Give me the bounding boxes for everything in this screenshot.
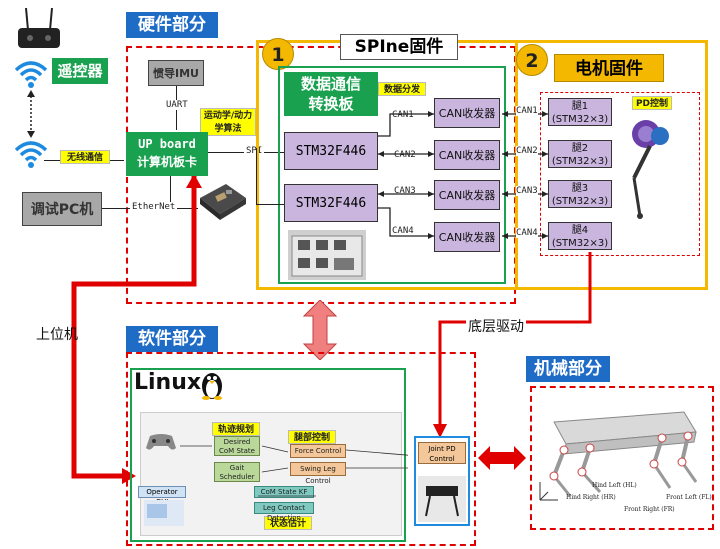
stm-label-b: STM32F446 [295, 196, 367, 211]
can-chip-1: CAN收发器 [434, 98, 500, 128]
robot-dog-diagram [539, 411, 698, 501]
stm-box-b: STM32F446 [284, 184, 378, 222]
wireless-tag: 无线通信 [60, 150, 110, 164]
tux-icon [202, 373, 222, 400]
leg-1-name: 腿1 [571, 101, 589, 112]
hind-right-label: Hind Right (HR) [566, 494, 616, 501]
software-title: 软件部分 [126, 326, 218, 352]
leg-2-spec: (STM32×3) [551, 156, 609, 167]
spine-can3: CAN3 [394, 186, 416, 196]
wifi-icon-top [14, 61, 48, 88]
spine-inner-frame [278, 66, 506, 284]
motor-can3: CAN3 [516, 186, 538, 196]
leg-4-name: 腿4 [571, 225, 589, 236]
hardware-title: 硬件部分 [126, 12, 218, 38]
spi-to-stm-b [256, 204, 284, 205]
joint-pd-node: Joint PD Control [418, 442, 466, 464]
mechanical-title: 机械部分 [526, 356, 610, 382]
motor-frame [518, 40, 708, 290]
can-chip-2: CAN收发器 [434, 140, 500, 170]
hind-left-label: Hind Left (HL) [592, 482, 637, 489]
leg-2: 腿2 (STM32×3) [548, 140, 612, 168]
upboard-line2: 计算机板卡 [136, 155, 197, 169]
gamepad-icon [146, 434, 176, 450]
com-kf-node: CoM State KF [254, 486, 314, 498]
hw-sw-double-arrow [302, 300, 338, 360]
actuator-photo [632, 120, 669, 219]
front-right-label: Front Right (FR) [624, 506, 675, 513]
spine-can2: CAN2 [394, 150, 416, 160]
control-connectors [180, 445, 408, 497]
robot-photo [418, 476, 466, 522]
stm-label-a: STM32F446 [295, 144, 367, 159]
joint-pd-frame [414, 436, 470, 526]
can-chip-4: CAN收发器 [434, 222, 500, 252]
spine-board-photo [288, 230, 366, 280]
spine-title: SPIne固件 [340, 34, 458, 60]
uart-label: UART [164, 100, 190, 110]
spine-can1: CAN1 [392, 110, 414, 120]
force-node: Force Control [290, 444, 346, 458]
upboard-box: UP board 计算机板卡 [126, 132, 208, 176]
wifi-icon-bottom [14, 141, 48, 168]
spine-can4: CAN4 [392, 226, 414, 236]
stm-can-arrows [378, 111, 434, 239]
motor-badge: 2 [516, 44, 548, 76]
kinematics-tag: 运动学/动力学算法 [200, 108, 256, 136]
imu-box: 惯导IMU [148, 60, 204, 86]
ethernet-label: EtherNet [130, 202, 178, 212]
stm-box-a: STM32F446 [284, 132, 378, 170]
comm-board-box: 数据通信 转换板 [284, 72, 378, 116]
software-frame [126, 352, 476, 546]
linux-logo: Linux [134, 370, 202, 395]
leg-ctrl-tag: 腿部控制 [288, 430, 336, 444]
drive-label: 底层驱动 [466, 316, 526, 336]
front-left-label: Front Left (FL) [666, 494, 712, 501]
legs-frame [540, 92, 700, 256]
comm-board-line2: 转换板 [308, 95, 354, 113]
leg-4: 腿4 (STM32×3) [548, 222, 612, 250]
host-label: 上位机 [36, 327, 78, 343]
leg-1-spec: (STM32×3) [551, 114, 609, 125]
desired-com-node: Desired CoM State [214, 436, 260, 456]
can-chip-3: CAN收发器 [434, 180, 500, 210]
remote-box: 遥控器 [52, 58, 108, 84]
motor-can1: CAN1 [516, 106, 538, 116]
ethernet-riser [170, 176, 171, 208]
router-icon [18, 8, 60, 48]
comm-board-line1: 数据通信 [300, 75, 361, 93]
motor-can2: CAN2 [516, 146, 538, 156]
wireless-link-arrow [27, 90, 35, 138]
leg-3-spec: (STM32×3) [551, 196, 609, 207]
sw-mech-double-arrow [478, 446, 526, 470]
host-flow-arrow [71, 176, 202, 484]
spi-branch [256, 148, 257, 204]
mechanical-frame [530, 386, 714, 530]
motor-can4: CAN4 [516, 228, 538, 238]
contact-node: Leg Contact Detection [254, 502, 314, 522]
leg-1: 腿1 (STM32×3) [548, 98, 612, 126]
leg-4-spec: (STM32×3) [551, 238, 609, 249]
traj-tag: 轨迹规划 [212, 422, 260, 436]
leg-2-name: 腿2 [571, 143, 589, 154]
upboard-line1: UP board [138, 137, 196, 151]
upboard-photo [200, 184, 246, 220]
spi-label: SPI [244, 146, 265, 156]
gui-thumbnail [144, 500, 184, 526]
debug-pc-box: 调试PC机 [22, 192, 102, 226]
leg-3-name: 腿3 [571, 183, 589, 194]
leg-3: 腿3 (STM32×3) [548, 180, 612, 208]
gait-node: Gait Scheduler [214, 462, 260, 482]
motor-title: 电机固件 [554, 54, 664, 82]
state-tag: 状态估计 [264, 516, 312, 530]
pd-tag: PD控制 [632, 96, 672, 110]
data-dist-tag: 数据分发 [378, 82, 426, 96]
swing-node: Swing Leg Control [290, 462, 346, 485]
